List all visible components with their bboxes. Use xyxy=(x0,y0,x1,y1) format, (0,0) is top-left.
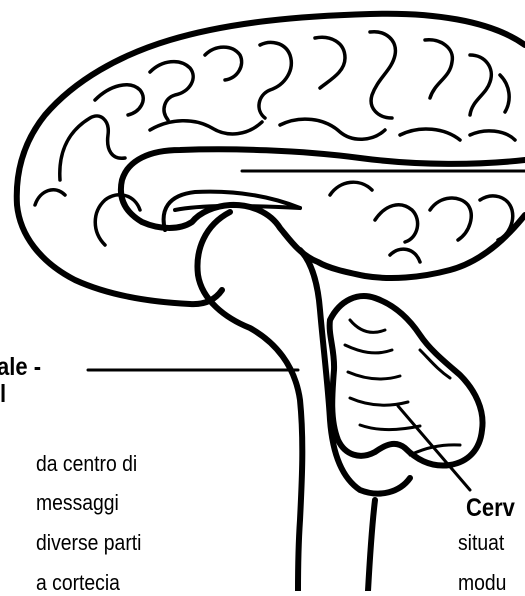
corpus-callosum-outline xyxy=(121,149,525,278)
cerebellum-folia xyxy=(345,320,460,455)
left-label-fragment: l xyxy=(0,380,6,409)
fornix-line xyxy=(175,206,300,210)
spinal-cord-right xyxy=(368,500,375,591)
left-desc-line-1: da centro di xyxy=(36,451,137,477)
cerebellum-desc-line-2: modu xyxy=(458,570,506,596)
cerebellum-desc-line-1: situat xyxy=(458,530,504,556)
cerebrum-outline xyxy=(17,14,525,304)
cerebellum-label-title: Cerv xyxy=(466,494,515,523)
left-desc-line-3: diverse parti xyxy=(36,530,141,556)
left-desc-line-4: a cortecia xyxy=(36,570,120,596)
left-label-title: ale - xyxy=(0,353,41,382)
left-desc-line-2: messaggi xyxy=(36,490,119,516)
brainstem-left xyxy=(197,212,302,591)
